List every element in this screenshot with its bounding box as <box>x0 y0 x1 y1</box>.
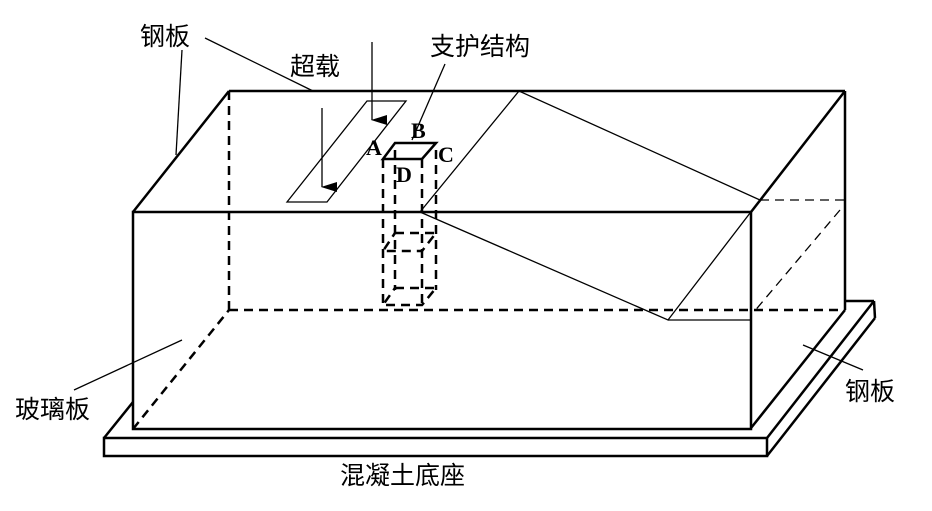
support-structure-label: 支护结构 <box>430 32 530 61</box>
support-structure <box>380 141 439 307</box>
point-a-label: A <box>366 135 382 160</box>
leader-line <box>73 339 183 391</box>
glass-plate-label: 玻璃板 <box>15 395 90 424</box>
model-box <box>131 89 847 431</box>
surcharge-label: 超载 <box>290 52 340 81</box>
steel-plate-top-label: 钢板 <box>140 22 190 51</box>
point-d-label: D <box>396 162 412 187</box>
concrete-base <box>102 299 877 458</box>
surcharge-strip <box>285 100 408 203</box>
leader-line <box>802 344 864 371</box>
leader-line <box>411 63 446 141</box>
concrete-base-label: 混凝土底座 <box>340 461 465 490</box>
leader-line <box>175 49 183 156</box>
point-c-label: C <box>438 142 454 167</box>
steel-plate-right-label: 钢板 <box>845 377 895 406</box>
leader-line <box>204 37 314 92</box>
slope-surface <box>419 90 845 321</box>
point-b-label: B <box>411 118 426 143</box>
